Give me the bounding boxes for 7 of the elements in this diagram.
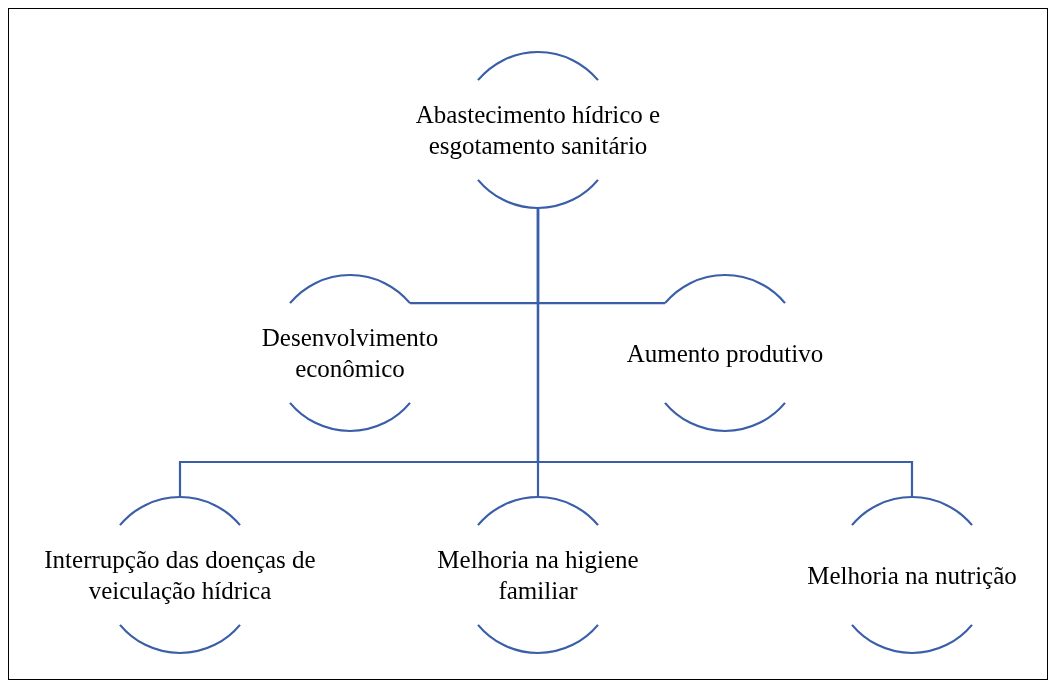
node-label: Melhoria na nutrição — [806, 560, 1018, 591]
connector-line — [536, 208, 914, 497]
node-label: Aumento produtivo — [625, 338, 825, 369]
node-label: Melhoria na higiene familiar — [436, 545, 640, 606]
node-label: Abastecimento hídrico e esgotamento sanitário — [414, 100, 662, 161]
node-label: Desenvolvimento econômico — [260, 323, 440, 384]
node-label: Interrupção das doenças de veiculação hídrica — [43, 545, 317, 606]
